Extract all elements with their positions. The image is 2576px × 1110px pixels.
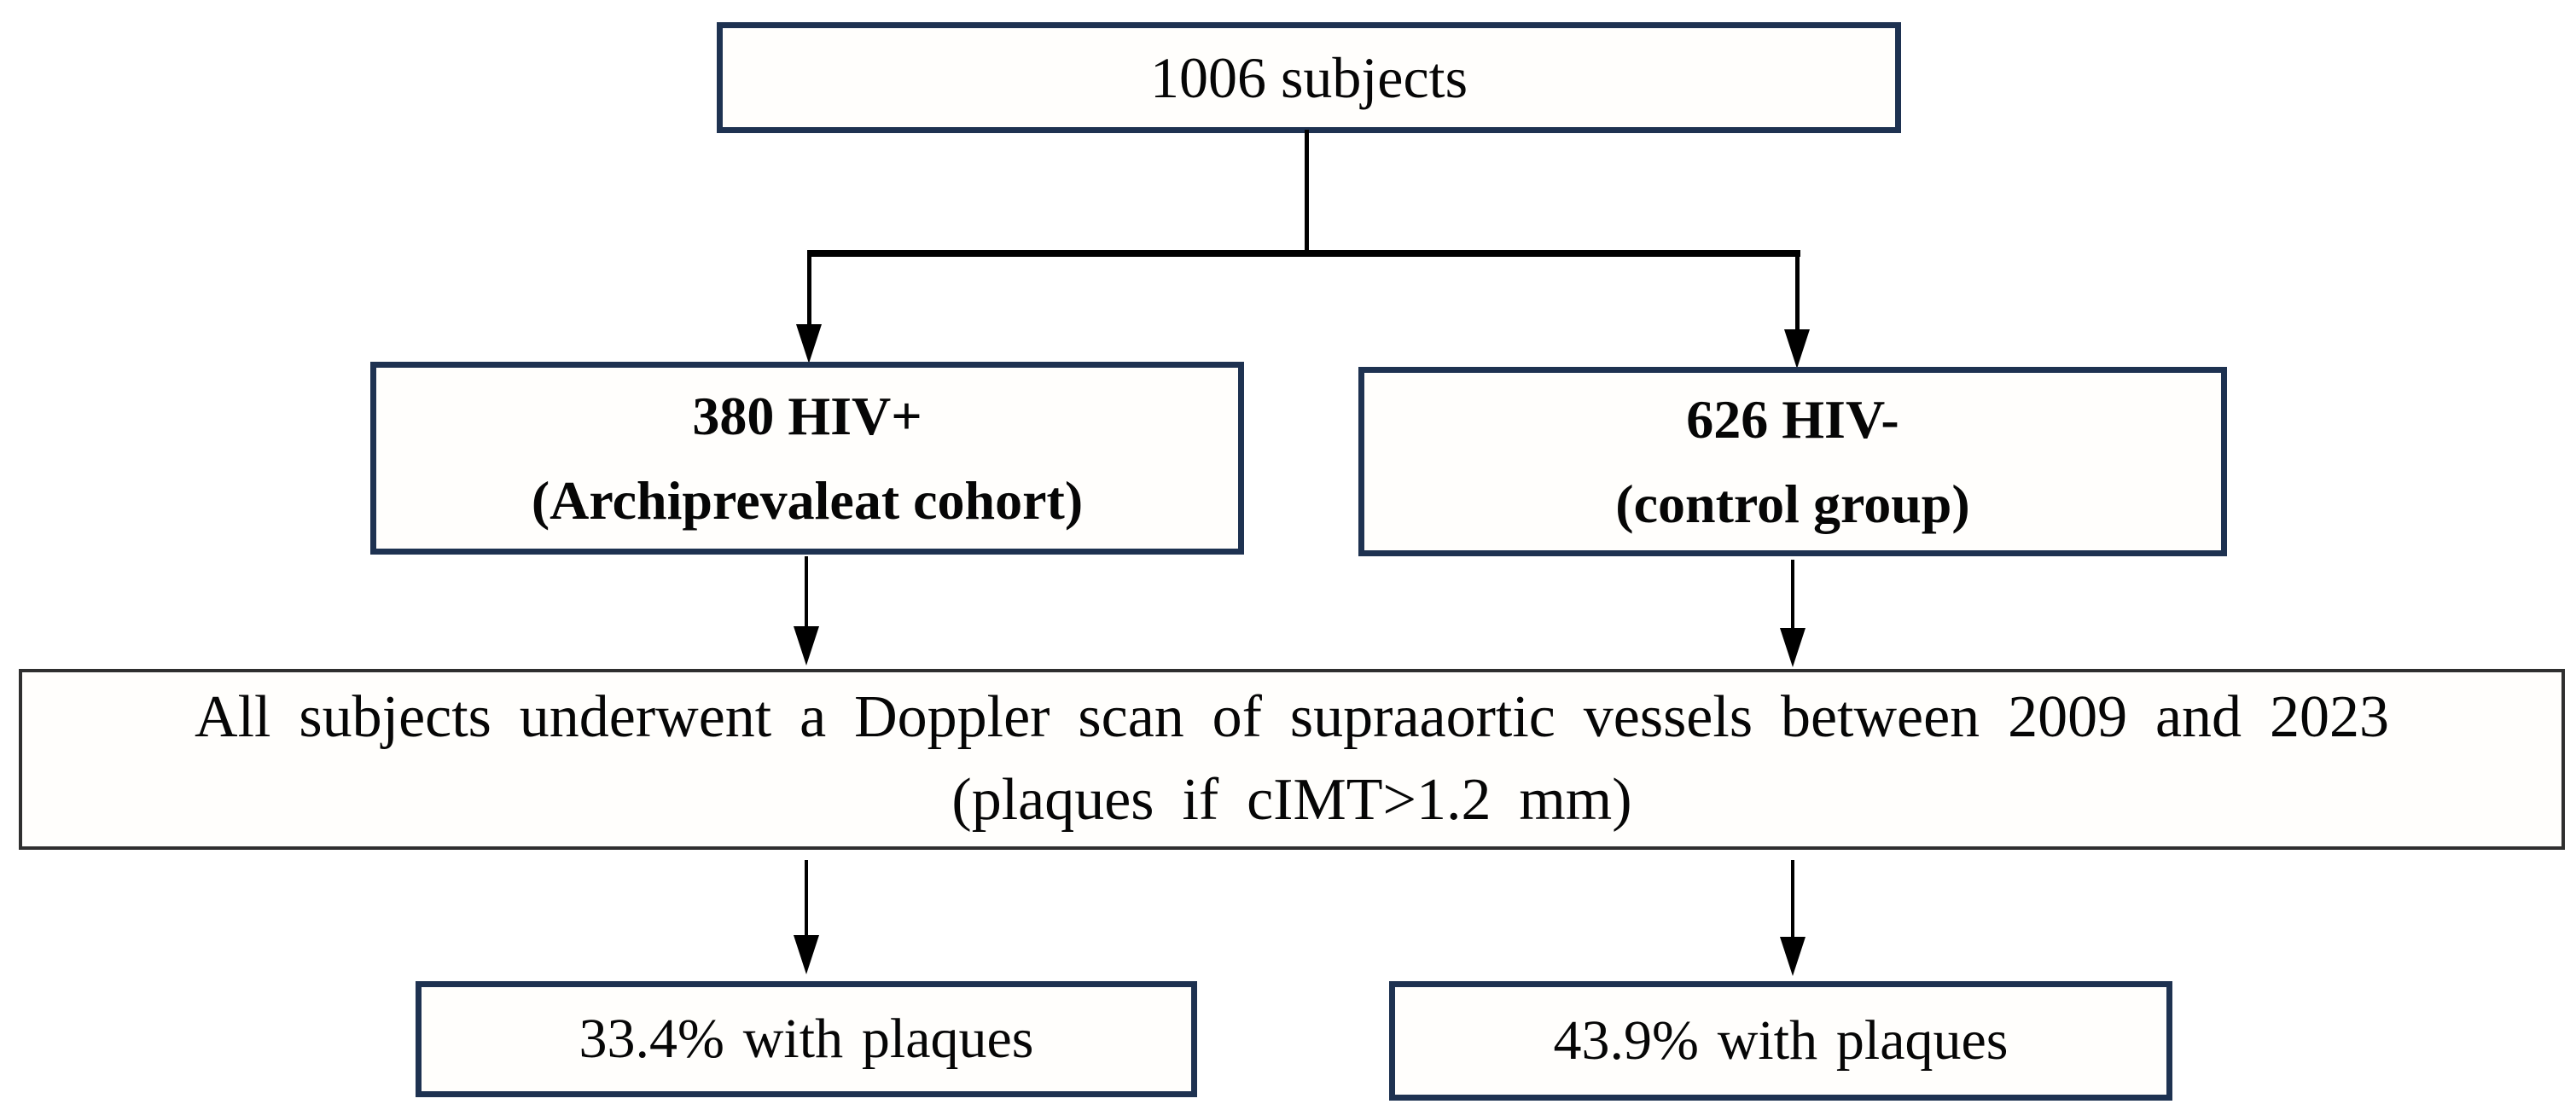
hiv-positive-cohort-label: (Archiprevaleat cohort): [531, 470, 1084, 531]
hiv-positive-count-label: 380 HIV+: [692, 385, 922, 446]
doppler-to-right-result-line: [1791, 860, 1794, 940]
hiv-positive-to-doppler-line: [805, 556, 808, 630]
hiv-negative-box: 626 HIV- (control group): [1358, 367, 2227, 556]
arrow-down-icon: [1780, 937, 1806, 976]
branch-left-drop-line: [807, 255, 811, 330]
hiv-positive-result-box: 33.4% with plaques: [416, 981, 1197, 1097]
hiv-negative-plaque-rate-label: 43.9% with plaques: [1553, 1008, 2009, 1072]
branch-right-drop-line: [1795, 255, 1800, 334]
hiv-negative-to-doppler-line: [1791, 560, 1794, 631]
arrow-down-icon: [1784, 329, 1810, 369]
doppler-plaque-criterion-label: (plaques if cIMT>1.2 mm): [951, 767, 1632, 833]
hiv-positive-plaque-rate-label: 33.4% with plaques: [579, 1007, 1034, 1070]
branch-horizontal-bar: [807, 250, 1800, 257]
total-subjects-box: 1006 subjects: [717, 22, 1901, 133]
arrow-down-icon: [794, 935, 819, 974]
arrow-down-icon: [1780, 628, 1806, 667]
doppler-to-left-result-line: [805, 860, 808, 939]
hiv-negative-cohort-label: (control group): [1615, 474, 1970, 534]
doppler-scan-box: All subjects underwent a Doppler scan of…: [19, 669, 2565, 850]
hiv-negative-count-label: 626 HIV-: [1686, 388, 1899, 450]
arrow-down-icon: [794, 626, 819, 665]
branch-stem-line: [1305, 130, 1309, 255]
hiv-positive-box: 380 HIV+ (Archiprevaleat cohort): [370, 362, 1244, 555]
hiv-negative-result-box: 43.9% with plaques: [1389, 981, 2172, 1101]
doppler-scan-description-label: All subjects underwent a Doppler scan of…: [195, 684, 2389, 751]
arrow-down-icon: [796, 324, 822, 363]
total-subjects-label: 1006 subjects: [1149, 44, 1468, 110]
